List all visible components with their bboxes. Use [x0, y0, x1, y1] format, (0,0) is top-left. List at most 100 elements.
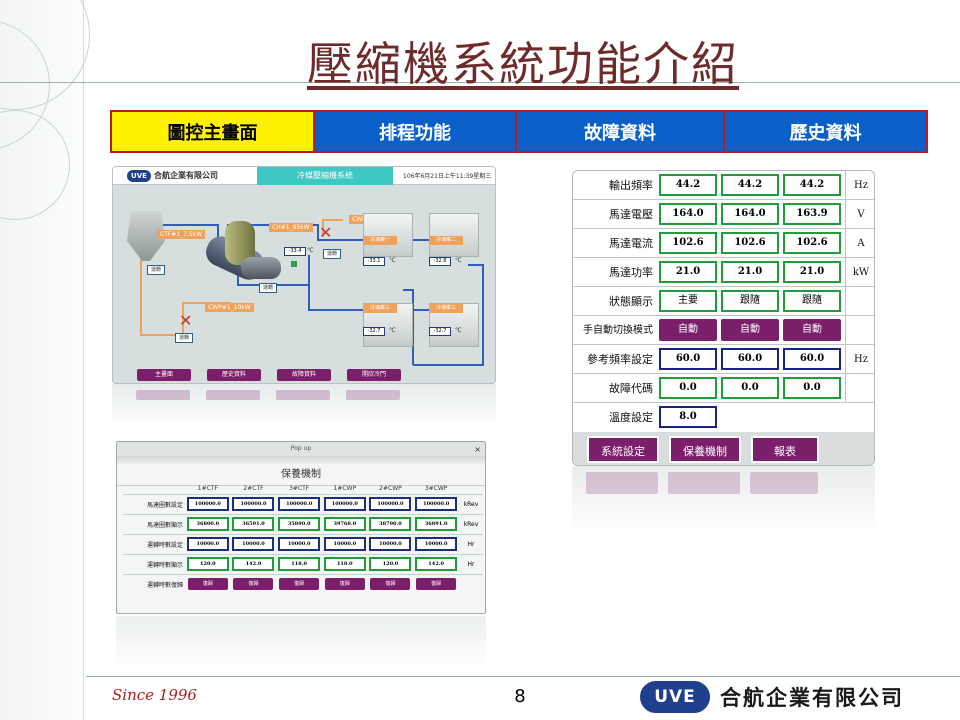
- ch-power-tag: CH#1_95kW: [269, 223, 313, 232]
- table-row: 運轉時數復歸 復歸 復歸 復歸 復歸 復歸 復歸: [123, 573, 483, 594]
- freezer-room-2-name: 冷凍庫二: [429, 236, 463, 245]
- decorative-band: [0, 0, 90, 720]
- screen-navbar: 主畫面 歷史資料 故障資料 開欣冷門: [137, 369, 493, 381]
- screen-timestamp: 106年6月21日上午11:39星期三: [403, 173, 492, 180]
- close-icon[interactable]: ×: [474, 445, 481, 454]
- motor-rev-setting-input[interactable]: 100000.0: [186, 497, 229, 511]
- temp-unit: ℃: [389, 327, 396, 334]
- screen-company: UVE 合航企業有限公司: [113, 169, 257, 182]
- auto-mode-button[interactable]: 自動: [783, 319, 841, 341]
- run-hours-setting-input[interactable]: 10000.0: [232, 537, 275, 551]
- since-text: Since 1996: [112, 686, 197, 704]
- temp-unit: ℃: [455, 327, 462, 334]
- motor-rev-display: 39768.0: [323, 517, 366, 531]
- tab-schedule[interactable]: 排程功能: [315, 112, 515, 151]
- reflection-shape: [346, 390, 400, 400]
- tab-fault-data[interactable]: 故障資料: [517, 112, 723, 151]
- param-unit: V: [845, 200, 874, 229]
- cwp1-run-button[interactable]: 運轉: [323, 249, 341, 259]
- maintenance-button[interactable]: 保養機制: [669, 436, 741, 463]
- chiller-temp-unit: ℃: [307, 247, 314, 254]
- status-led-icon: [291, 261, 297, 267]
- param-value: 163.9: [783, 203, 841, 225]
- popup-heading: 保養機制: [117, 464, 485, 486]
- parameter-panel: 輸出頻率 44.2 44.2 44.2 Hz 馬達電壓 164.0 164.0 …: [572, 170, 875, 466]
- param-value: 164.0: [721, 203, 779, 225]
- pump-fan-icon: ✕: [319, 223, 333, 242]
- param-value: 21.0: [721, 261, 779, 283]
- reset-button[interactable]: 復歸: [279, 578, 320, 591]
- column-header: 2#CTF: [243, 485, 264, 493]
- column-header: 3#CWP: [424, 485, 448, 493]
- ctf-run-button[interactable]: 運轉: [147, 265, 165, 275]
- row-label: 運轉時數設定: [123, 533, 185, 554]
- reset-button[interactable]: 復歸: [233, 578, 274, 591]
- chiller-run-button[interactable]: 運轉: [259, 283, 277, 293]
- motor-rev-display: 36800.0: [186, 517, 229, 531]
- motor-rev-setting-input[interactable]: 100000.0: [369, 497, 412, 511]
- tab-main-screen[interactable]: 圖控主畫面: [112, 112, 313, 151]
- column-header: 2#CWP: [379, 485, 402, 493]
- param-label: 馬達功率: [609, 266, 653, 279]
- param-row-motor-current: 馬達電流 102.6 102.6 102.6 A: [573, 229, 874, 258]
- freezer-room-4-temp: -32.7: [429, 327, 451, 336]
- reset-button[interactable]: 復歸: [370, 578, 411, 591]
- param-label: 狀態顯示: [609, 295, 653, 308]
- reference-frequency-input[interactable]: 60.0: [783, 348, 841, 370]
- report-button[interactable]: 報表: [751, 436, 819, 463]
- param-row-temperature-setting: 溫度設定 8.0: [573, 403, 874, 432]
- reference-frequency-input[interactable]: 60.0: [659, 348, 717, 370]
- tab-history-data[interactable]: 歷史資料: [725, 112, 926, 151]
- run-hours-setting-input[interactable]: 10000.0: [369, 537, 412, 551]
- run-hours-setting-input[interactable]: 10000.0: [323, 537, 366, 551]
- nav-freezer-door-button[interactable]: 開欣冷門: [347, 369, 401, 381]
- column-header: 1#CTF: [197, 485, 218, 493]
- reset-button[interactable]: 復歸: [187, 578, 228, 591]
- footer-logo: UVE 合航企業有限公司: [640, 680, 904, 714]
- freezer-room-1-name: 冷凍庫一: [363, 236, 397, 245]
- cwp2-run-button[interactable]: 運轉: [175, 333, 193, 343]
- nav-main-button[interactable]: 主畫面: [137, 369, 191, 381]
- reflection-shape: [750, 472, 818, 494]
- pump-fan-icon: ✕: [179, 311, 193, 330]
- reflection-shape: [136, 390, 190, 400]
- motor-rev-setting-input[interactable]: 100000.0: [278, 497, 321, 511]
- motor-rev-setting-input[interactable]: 100000.0: [323, 497, 366, 511]
- footer-rule: [86, 676, 960, 677]
- column-header: 1#CWP: [333, 485, 357, 493]
- param-value: 164.0: [659, 203, 717, 225]
- reference-frequency-input[interactable]: 60.0: [721, 348, 779, 370]
- parameter-reflection: [572, 466, 875, 536]
- param-row-output-frequency: 輸出頻率 44.2 44.2 44.2 Hz: [573, 171, 874, 200]
- run-hours-setting-input[interactable]: 10000.0: [186, 537, 229, 551]
- param-label: 參考頻率設定: [587, 353, 653, 366]
- popup-bar: [117, 456, 485, 464]
- diagram-area: CTF#1_7.5kW 運轉 CH#1_95kW -33.4 ℃ 運轉 ✕ CW…: [113, 185, 495, 383]
- temp-unit: ℃: [389, 257, 396, 264]
- auto-mode-button[interactable]: 自動: [659, 319, 717, 341]
- system-settings-button[interactable]: 系統設定: [587, 436, 659, 463]
- param-value: 44.2: [721, 174, 779, 196]
- param-value: 44.2: [783, 174, 841, 196]
- param-unit: A: [845, 229, 874, 258]
- motor-rev-setting-input[interactable]: 100000.0: [415, 497, 458, 511]
- title-rule: [0, 82, 960, 83]
- nav-fault-button[interactable]: 故障資料: [277, 369, 331, 381]
- freezer-room-3-name: 冷凍庫三: [363, 304, 397, 313]
- reset-button[interactable]: 復歸: [416, 578, 457, 591]
- reset-button[interactable]: 復歸: [324, 578, 365, 591]
- nav-history-button[interactable]: 歷史資料: [207, 369, 261, 381]
- run-hours-display: 118.0: [323, 557, 366, 571]
- reflection-shape: [276, 390, 330, 400]
- freezer-room-2-temp: -32.8: [429, 257, 451, 266]
- temp-unit: ℃: [455, 257, 462, 264]
- param-unit: [845, 287, 874, 316]
- company-name: 合航企業有限公司: [720, 686, 904, 710]
- fault-code-value: 0.0: [783, 377, 841, 399]
- temperature-setting-input[interactable]: 8.0: [659, 406, 717, 428]
- auto-mode-button[interactable]: 自動: [721, 319, 779, 341]
- run-hours-setting-input[interactable]: 10000.0: [415, 537, 458, 551]
- run-hours-setting-input[interactable]: 10000.0: [278, 537, 321, 551]
- motor-rev-setting-input[interactable]: 100000.0: [232, 497, 275, 511]
- ctf-power-tag: CTF#1_7.5kW: [157, 230, 206, 239]
